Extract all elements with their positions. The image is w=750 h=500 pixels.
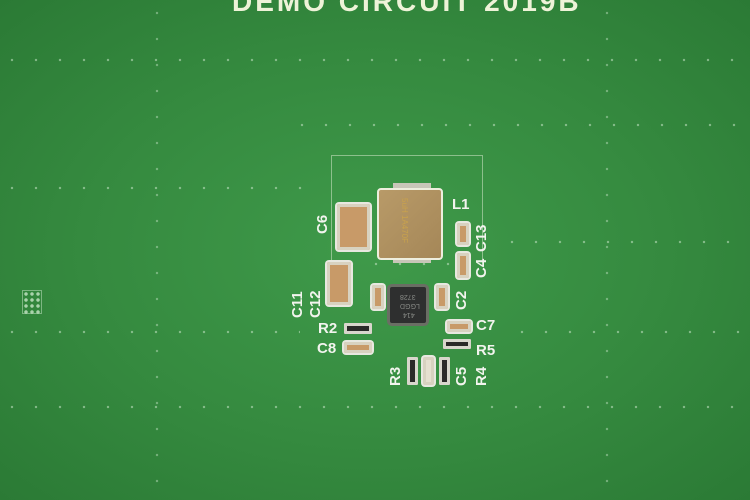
- label-c12: C12: [307, 290, 324, 318]
- ic-marking-line: LGGD: [400, 302, 420, 309]
- capacitor-c12: [327, 262, 351, 305]
- via-column: [155, 0, 159, 500]
- via-row: [0, 58, 750, 62]
- capacitor-c2: [436, 285, 448, 309]
- label-c5: C5: [453, 366, 470, 386]
- label-r4: R4: [473, 366, 490, 386]
- capacitor-c11: [372, 285, 384, 309]
- capacitor-c6: [337, 204, 370, 250]
- label-c7: C7: [476, 317, 496, 334]
- label-r5: R5: [476, 342, 496, 359]
- ic-marking-line: 3728: [400, 293, 416, 300]
- capacitor-c4: [457, 253, 469, 278]
- via-row: [0, 405, 750, 409]
- via-column: [605, 0, 609, 500]
- resistor-r3: [407, 357, 418, 385]
- resistor-r4: [439, 357, 450, 385]
- label-c6: C6: [314, 214, 331, 234]
- label-l1: L1: [452, 196, 470, 213]
- capacitor-c13: [457, 223, 469, 245]
- inductor-l1: [377, 188, 443, 260]
- label-c8: C8: [317, 340, 337, 357]
- component-outline: [331, 155, 483, 266]
- ic-chip: 414 LGGD 3728: [390, 287, 426, 323]
- capacitor-c5: [423, 357, 434, 385]
- capacitor-c8: [344, 342, 372, 353]
- label-c2: C2: [453, 290, 470, 310]
- resistor-r5: [443, 339, 471, 349]
- via-row: [510, 330, 750, 334]
- via-row: [290, 123, 750, 127]
- label-c11: C11: [289, 291, 306, 318]
- capacitor-c7: [447, 321, 471, 332]
- label-r3: R3: [387, 366, 404, 386]
- board-title: DEMO CIRCUIT 2019B: [232, 0, 582, 17]
- resistor-r2: [344, 323, 372, 334]
- via-row: [0, 186, 320, 190]
- label-c4: C4: [473, 258, 490, 278]
- inductor-pad: [393, 183, 431, 191]
- label-r2: R2: [318, 320, 338, 337]
- via-row: [340, 262, 450, 266]
- fiducial: [22, 290, 42, 314]
- label-c13: C13: [473, 224, 490, 252]
- inductor-marking: 5uH 1A470F: [399, 198, 409, 243]
- ic-marking-line: 414: [403, 311, 415, 318]
- via-row: [0, 330, 300, 334]
- via-row: [500, 240, 750, 244]
